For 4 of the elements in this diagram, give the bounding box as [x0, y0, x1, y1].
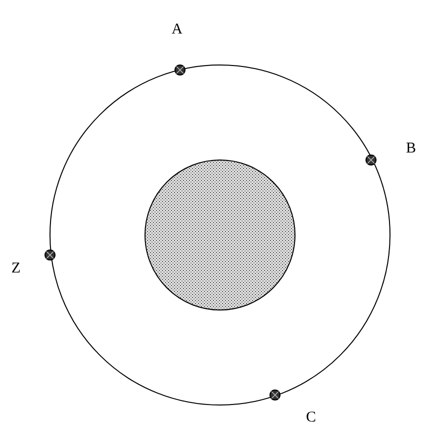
- point-label: C: [306, 410, 316, 426]
- point-label: A: [172, 22, 182, 38]
- point-label: Z: [11, 262, 21, 276]
- point-label: B: [406, 142, 416, 156]
